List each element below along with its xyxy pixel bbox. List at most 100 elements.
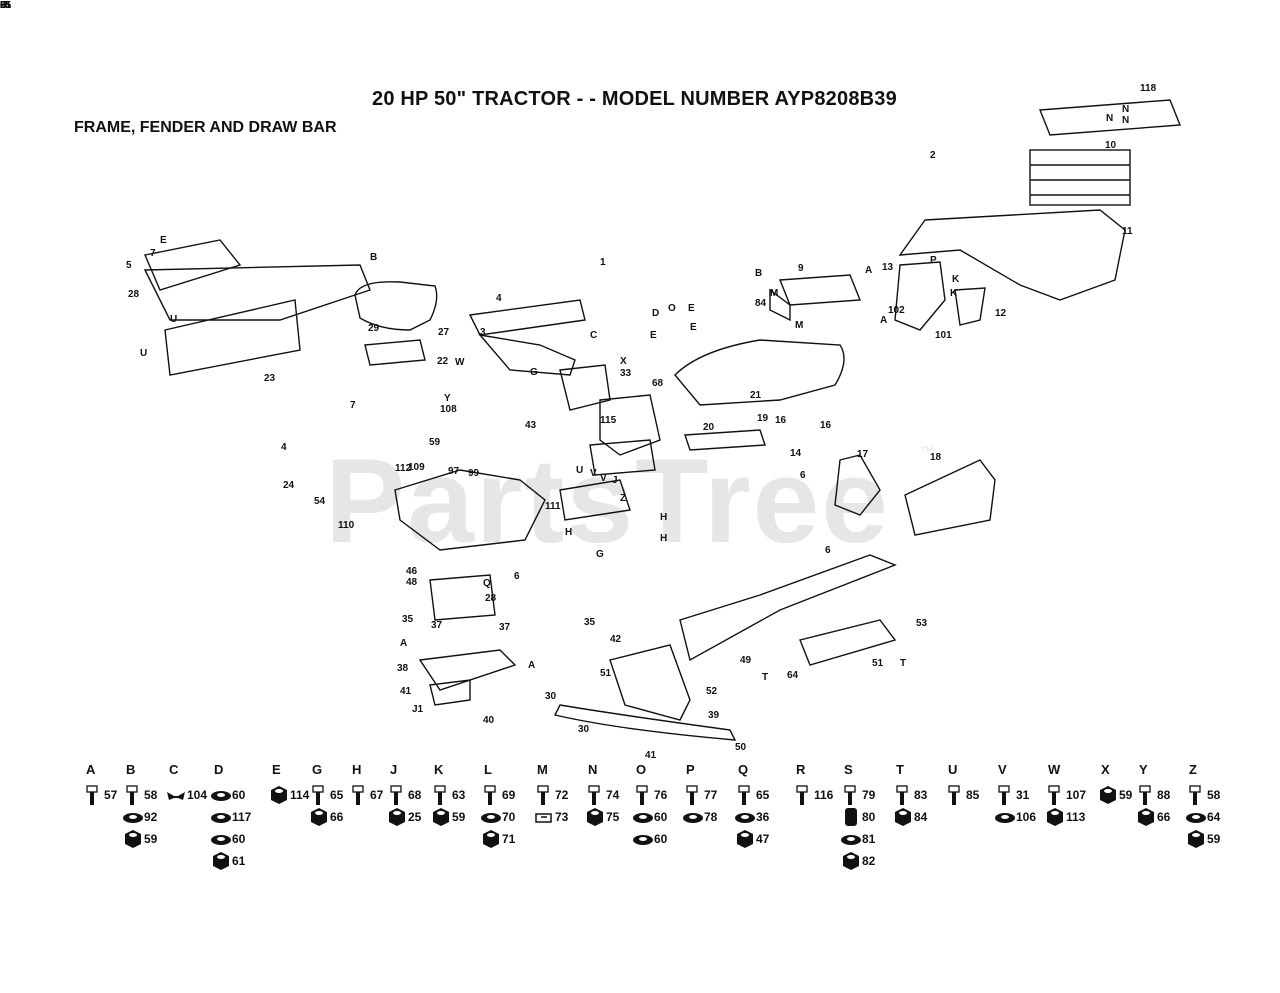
hardware-part-number: 66 xyxy=(1157,810,1171,824)
hardware-item: 92 xyxy=(122,806,182,828)
part-callout-label: 118 xyxy=(1140,83,1157,94)
hardware-part-number: 60 xyxy=(232,788,246,802)
hardware-part-number: 114 xyxy=(290,788,310,802)
bolt-icon xyxy=(86,785,98,805)
part-callout-label: A xyxy=(400,638,408,649)
part-callout-label: 53 xyxy=(916,618,928,629)
bolt-icon xyxy=(484,785,496,805)
hardware-part-number: 47 xyxy=(756,832,770,846)
hardware-item: 60 xyxy=(210,784,270,806)
part-callout-label: H xyxy=(565,527,573,538)
hardware-item: 60 xyxy=(632,806,692,828)
washer-icon xyxy=(1186,813,1206,823)
part-callout-label: 29 xyxy=(368,323,380,334)
hardware-item: 72 xyxy=(533,784,593,806)
hardware-item: 57 xyxy=(82,784,142,806)
part-callout-label: 46 xyxy=(406,566,418,577)
hardware-item: 66 xyxy=(308,806,368,828)
part-callout-label: 111 xyxy=(545,501,561,512)
hardware-part-number: 77 xyxy=(704,788,718,802)
hardware-part-number: 59 xyxy=(1207,832,1221,846)
part-callout-label: 10 xyxy=(1105,140,1117,151)
hardware-part-number: 59 xyxy=(1119,788,1133,802)
part-callout-label: 49 xyxy=(740,655,752,666)
part-callout-label: U xyxy=(170,314,178,325)
part-callout-label: 30 xyxy=(578,724,590,735)
part-callout-label: 28 xyxy=(485,593,497,604)
hardware-part-number: 84 xyxy=(914,810,928,824)
part-seat-23 xyxy=(354,281,438,331)
hardware-part-number: 65 xyxy=(756,788,770,802)
part-callout-label: 97 xyxy=(448,466,460,477)
part-callout-label: J1 xyxy=(412,704,424,715)
hardware-letter: U xyxy=(948,762,958,777)
part-callout-label: 5 xyxy=(126,260,132,271)
nut-icon xyxy=(1047,808,1063,826)
part-callout-label: E xyxy=(650,330,657,341)
hardware-part-number: 31 xyxy=(1016,788,1030,802)
hardware-item: 58 xyxy=(1185,784,1245,806)
part-callout-label: T xyxy=(900,658,907,669)
hardware-part-number: 71 xyxy=(502,832,516,846)
hardware-item: 66 xyxy=(1135,806,1195,828)
hardware-item: 116 xyxy=(792,784,852,806)
part-callout-label: Y xyxy=(444,393,451,404)
part-callout-label: N xyxy=(1122,115,1130,126)
part-callout-label: U xyxy=(576,465,584,476)
nut-icon xyxy=(433,808,449,826)
part-callout-label: 101 xyxy=(935,330,952,341)
hardware-item: 106 xyxy=(994,806,1054,828)
bolt-icon xyxy=(636,785,648,805)
hardware-item: 77 xyxy=(682,784,742,806)
part-callout-label: J xyxy=(612,475,618,486)
part-hood-18 xyxy=(559,339,845,456)
part-callout-label: 20 xyxy=(703,422,715,433)
hardware-letter: N xyxy=(588,762,598,777)
hardware-item: 88 xyxy=(1135,784,1195,806)
part-callout-label: 99 xyxy=(468,468,480,479)
bolt-icon xyxy=(844,785,856,805)
hardware-item: 65 xyxy=(734,784,794,806)
part-callout-label: 6 xyxy=(825,545,831,556)
part-callout-label: 4 xyxy=(281,442,287,453)
part-callout-label: 23 xyxy=(264,373,276,384)
hardware-item: 63 xyxy=(430,784,490,806)
part-callout-label: 52 xyxy=(706,686,718,697)
hardware-part-number: 82 xyxy=(862,854,876,868)
part-callout-label: K xyxy=(952,274,960,285)
part-callout-label: 27 xyxy=(438,327,450,338)
hardware-part-number: 104 xyxy=(187,788,208,802)
hardware-item: 78 xyxy=(682,806,742,828)
hardware-item: 75 xyxy=(584,806,644,828)
hardware-item: 71 xyxy=(480,828,540,850)
hardware-item: 65 xyxy=(308,784,368,806)
part-callout-label: 35 xyxy=(584,617,596,628)
part-callout-label: 14 xyxy=(790,448,802,459)
nut-icon xyxy=(389,808,405,826)
hardware-letter: P xyxy=(686,762,695,777)
part-callout-label: X xyxy=(620,356,627,367)
hardware-part-number: 116 xyxy=(814,788,834,802)
part-callout-label: 6 xyxy=(800,470,806,481)
hardware-part-number: 81 xyxy=(862,832,876,846)
bolt-icon xyxy=(948,785,960,805)
watermark-logo: PartsTree xyxy=(325,434,891,568)
hardware-item: 76 xyxy=(632,784,692,806)
part-callout-label: 43 xyxy=(525,420,537,431)
hardware-part-number: 66 xyxy=(330,810,344,824)
part-callout-label: 17 xyxy=(857,449,869,460)
hardware-item: 81 xyxy=(840,828,900,850)
washer-icon xyxy=(211,791,231,801)
diagram-subtitle: FRAME, FENDER AND DRAW BAR xyxy=(74,119,337,136)
part-callout-label: G xyxy=(530,367,538,378)
hardware-item: 59 xyxy=(122,828,182,850)
part-callout-label: E xyxy=(160,235,167,246)
part-callout-label: T xyxy=(762,672,769,683)
part-callout-label: A xyxy=(528,660,536,671)
bolt-icon xyxy=(537,785,549,805)
hardware-letter: Y xyxy=(1139,762,1148,777)
nut-icon xyxy=(1188,830,1204,848)
part-callout-label: 40 xyxy=(483,715,495,726)
hardware-part-number: 25 xyxy=(408,810,422,824)
bolt-icon xyxy=(896,785,908,805)
